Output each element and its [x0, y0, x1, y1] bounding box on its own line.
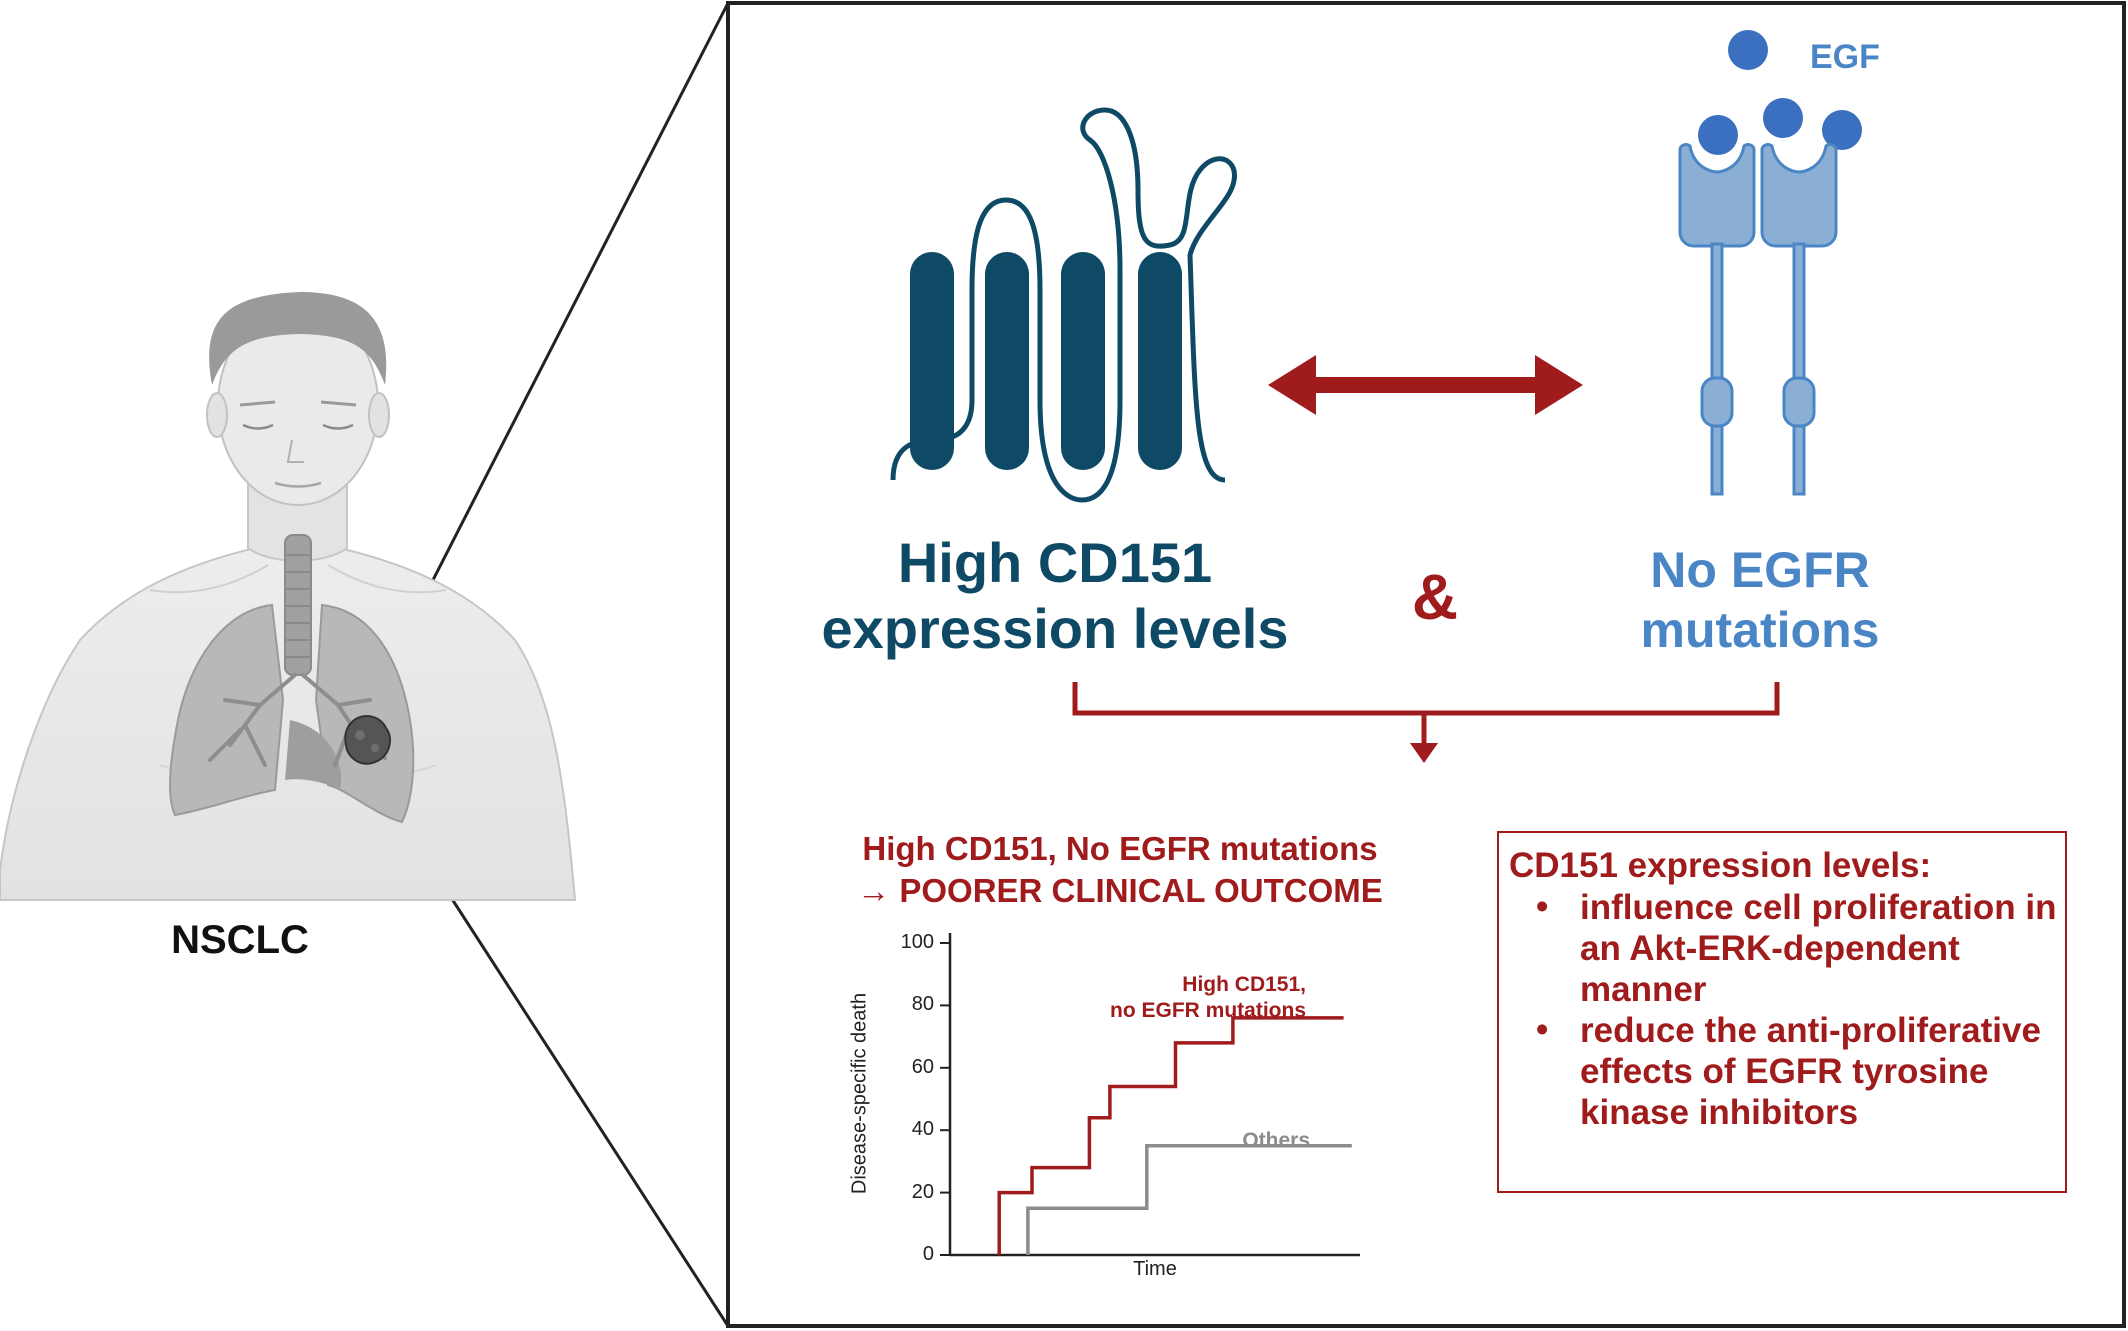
series-line-1	[997, 1016, 1344, 1255]
y-tick-label: 60	[911, 1055, 934, 1078]
cd151-label-line2: expression levels	[821, 597, 1289, 660]
x-axis-label: Time	[1133, 1258, 1177, 1280]
outcome-label-line2: → POORER CLINICAL OUTCOME	[857, 872, 1383, 909]
series-label-line: High CD151,	[1182, 973, 1306, 996]
double-arrow-icon	[1268, 355, 1583, 415]
egf-label: EGF	[1810, 38, 1880, 76]
cd151-tetraspanin-icon	[890, 107, 1237, 503]
egfr-label: No EGFR mutations	[1600, 540, 1920, 660]
ampersand-label: &	[1411, 561, 1459, 633]
info-box	[1497, 831, 2067, 1193]
lung-icon	[169, 534, 415, 824]
series-label-1: High CD151, no EGFR mutations	[1110, 972, 1306, 1024]
bullet-dot: •	[1536, 887, 1549, 926]
y-tick-label: 100	[900, 931, 934, 953]
series-label-line: no EGFR mutations	[1110, 999, 1306, 1022]
y-tick-label: 40	[911, 1118, 934, 1141]
info-box-title: CD151 expression levels:	[1509, 846, 1932, 885]
y-tick-label: 0	[922, 1243, 934, 1265]
series-label-line: Others	[1242, 1129, 1310, 1152]
down-arrow-icon	[1072, 682, 1780, 763]
nsclc-label: NSCLC	[171, 918, 309, 962]
y-tick-label: 80	[911, 993, 934, 1016]
egfr-label-line1: No EGFR	[1650, 542, 1870, 598]
info-box-bullet-2: reduce the anti-proliferative effects of…	[1580, 1011, 2041, 1132]
egfr-label-line2: mutations	[1640, 602, 1880, 658]
outcome-label-line1: High CD151, No EGFR mutations	[862, 830, 1378, 867]
bullet-dot: •	[1536, 1010, 1549, 1049]
outcome-label: High CD151, No EGFR mutations → POORER C…	[810, 828, 1430, 912]
tumor-icon	[344, 715, 391, 765]
detail-panel-frame	[726, 1, 2126, 1328]
y-axis-label: Disease-specific death	[848, 992, 871, 1195]
zoom-line-top	[386, 2, 730, 669]
series-label-2: Others	[1242, 1128, 1310, 1154]
series-line-2	[1026, 1144, 1352, 1255]
cd151-label-line1: High CD151	[897, 531, 1213, 594]
y-tick-label: 20	[911, 1180, 934, 1203]
egfr-receptor-icon	[1678, 143, 1838, 496]
human-torso-icon	[0, 292, 577, 901]
survival-chart	[940, 933, 1360, 1257]
info-box-bullet-1: influence cell proliferation in an Akt-E…	[1580, 888, 2057, 1009]
egf-ligand-icon	[1698, 30, 1862, 155]
cd151-label: High CD151 expression levels	[810, 530, 1300, 662]
